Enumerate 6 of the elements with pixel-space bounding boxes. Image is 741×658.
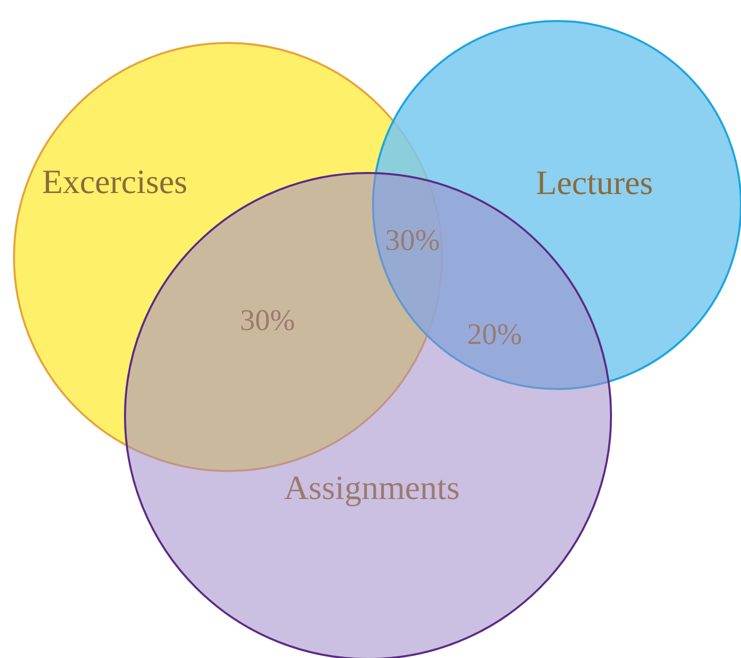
percentage-label: 20%: [467, 320, 522, 350]
circle-label: Excercises: [42, 166, 188, 200]
circle-label: Lectures: [536, 167, 654, 201]
percentage-label: 30%: [385, 226, 440, 256]
circle-label: Assignments: [284, 472, 460, 506]
percentage-label: 30%: [240, 306, 295, 336]
